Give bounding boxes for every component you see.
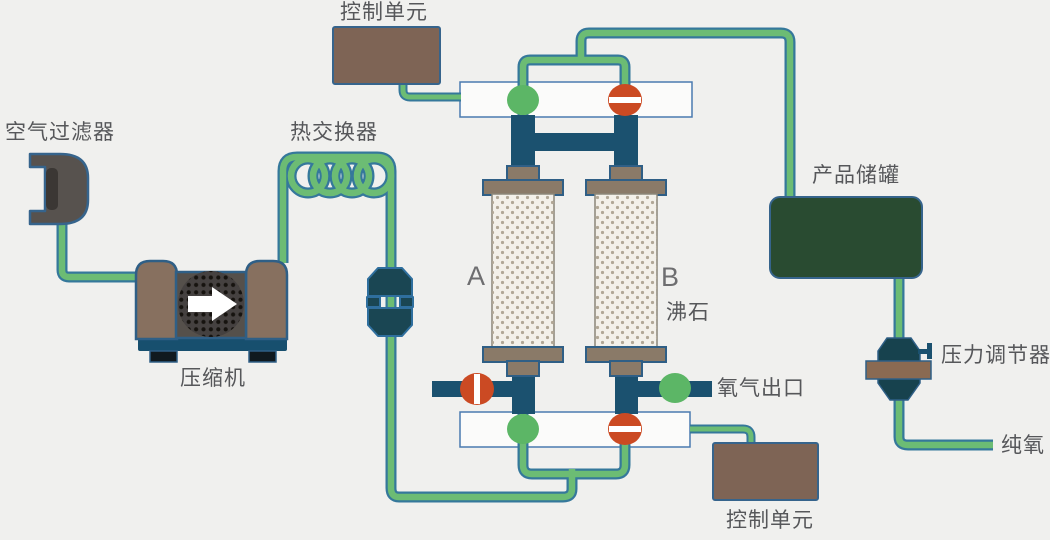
inline-filter-tab-right bbox=[399, 296, 414, 308]
column-a-cap-bottom bbox=[482, 346, 564, 363]
column-a-zeolite-fill bbox=[492, 194, 554, 348]
label-heat-exchanger: 热交换器 bbox=[290, 121, 378, 144]
compressor-foot bbox=[248, 350, 277, 363]
compressor-foot bbox=[149, 350, 178, 363]
column-b-zeolite-fill bbox=[595, 194, 657, 348]
label-compressor: 压缩机 bbox=[180, 367, 246, 390]
pipe-pure-oxygen bbox=[893, 398, 993, 451]
pipe-filter-to-compressor bbox=[56, 224, 137, 283]
label-control-unit-bottom: 控制单元 bbox=[726, 509, 814, 532]
column-a bbox=[482, 165, 564, 377]
valves bbox=[460, 84, 691, 445]
air-filter-inner bbox=[46, 168, 58, 210]
compressor-tower-left bbox=[134, 259, 179, 341]
inline-filter-top bbox=[367, 267, 413, 297]
label-product-tank: 产品储罐 bbox=[812, 164, 900, 187]
label-air-filter: 空气过滤器 bbox=[5, 121, 115, 144]
label-column-b: B bbox=[661, 262, 680, 292]
top-manifold-box bbox=[459, 81, 693, 118]
regulator-band bbox=[865, 360, 932, 380]
regulator-stem-cap bbox=[927, 343, 932, 359]
compressor bbox=[134, 259, 289, 363]
column-b-cap-bottom bbox=[585, 346, 667, 363]
valve-open-icon bbox=[507, 414, 539, 444]
label-oxygen-outlet: 氧气出口 bbox=[717, 377, 805, 400]
inline-filter-bottom bbox=[367, 307, 413, 337]
valve-open-icon bbox=[659, 373, 691, 403]
label-control-unit-top: 控制单元 bbox=[340, 1, 428, 24]
compressor-base bbox=[138, 338, 287, 351]
valve-open-icon bbox=[507, 85, 539, 115]
column-b bbox=[585, 165, 667, 377]
label-zeolite: 沸石 bbox=[666, 301, 710, 324]
control-unit-bottom-box bbox=[712, 442, 819, 501]
inline-filter-tab-left bbox=[366, 296, 381, 308]
column-a-neck-bottom bbox=[506, 360, 540, 377]
inline-filter bbox=[366, 267, 414, 337]
compressor-tower-right bbox=[244, 259, 289, 341]
product-tank-body bbox=[769, 196, 923, 279]
label-pure-oxygen: 纯氧 bbox=[1001, 434, 1045, 457]
regulator-stem bbox=[918, 349, 929, 354]
label-column-a: A bbox=[467, 261, 486, 291]
column-b-cap-top bbox=[585, 179, 667, 196]
valve-manifolds bbox=[459, 81, 693, 448]
control-unit-top-box bbox=[332, 26, 441, 85]
column-a-cap-top bbox=[482, 179, 564, 196]
heavy-piping bbox=[432, 115, 712, 414]
label-pressure-regulator: 压力调节器 bbox=[941, 344, 1050, 367]
air-filter bbox=[28, 152, 90, 226]
pipes-fill-thin bbox=[400, 83, 754, 446]
flow-arrow-icon bbox=[188, 287, 237, 321]
top-bridge-pipe bbox=[517, 133, 635, 151]
pressure-regulator bbox=[865, 337, 932, 401]
column-b-neck-bottom bbox=[609, 360, 643, 377]
bottom-manifold-box bbox=[459, 411, 691, 448]
air-filter-body bbox=[28, 152, 90, 226]
